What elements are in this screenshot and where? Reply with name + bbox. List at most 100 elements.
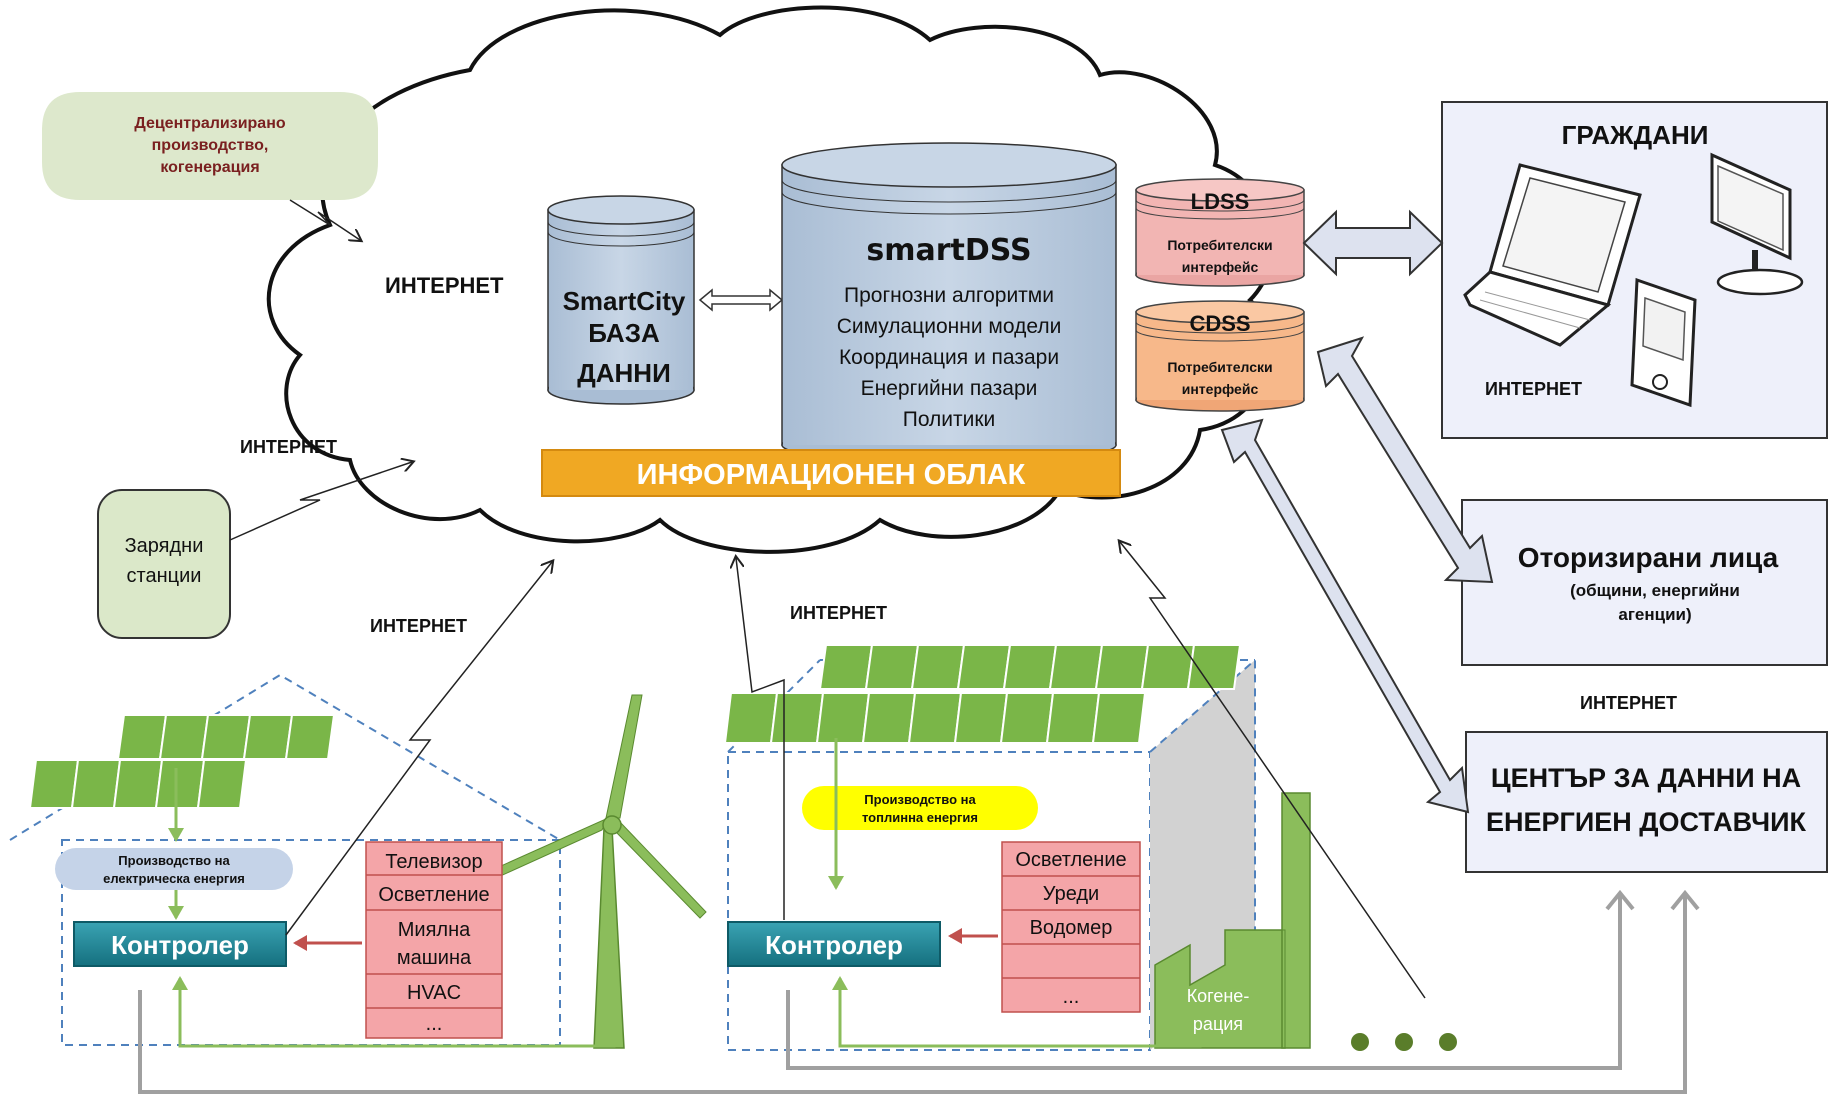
device-item: ...	[426, 1013, 443, 1035]
smartdss-title: smartDSS	[866, 233, 1031, 268]
solar-panel	[864, 644, 920, 690]
solar-panel	[28, 759, 80, 809]
smartdss-item: Политики	[903, 408, 996, 431]
solar-panel	[910, 644, 966, 690]
database-label-2: БАЗА	[588, 318, 660, 348]
solar-panel	[158, 714, 210, 760]
decentral-label-2: производство,	[152, 137, 269, 154]
cdss-label-1: Потребителски	[1167, 359, 1272, 375]
devices-list-house-2	[1001, 841, 1141, 1013]
electric-production-label-1: Производство на	[118, 853, 230, 868]
controller-2-label: Контролер	[765, 930, 903, 960]
solar-panel	[1091, 692, 1147, 744]
solar-panel	[112, 759, 164, 809]
authorized-label-2: агенции)	[1618, 605, 1691, 624]
charging-label-2: станции	[127, 565, 202, 587]
solar-panel	[953, 692, 1009, 744]
smartdss-item: Симулационни модели	[837, 315, 1062, 338]
solar-panel	[1094, 644, 1150, 690]
controller-1-label: Контролер	[111, 930, 249, 960]
ldss-cylinder	[1135, 178, 1305, 287]
data-bus-to-datacenter	[138, 889, 1700, 1094]
solar-panel	[769, 692, 825, 744]
wind-to-controller-arrow	[172, 976, 616, 1048]
internet-label-house-1: ИНТЕРНЕТ	[370, 616, 467, 636]
thermal-production-badge	[802, 786, 1038, 830]
monitor-icon	[1710, 152, 1804, 296]
charging-label-1: Зарядни	[125, 535, 204, 557]
solar-panel	[196, 759, 248, 809]
database-label-1: SmartCity	[563, 286, 686, 316]
thermal-production-label-2: топлинна енергия	[862, 810, 978, 825]
wind-turbine	[491, 694, 707, 1049]
device-item: Водомер	[1030, 917, 1113, 939]
more-dot	[1395, 1033, 1413, 1051]
database-label-3: ДАННИ	[577, 358, 671, 388]
ldss-label-1: Потребителски	[1167, 237, 1272, 253]
smartdss-item: Координация и пазари	[839, 346, 1059, 369]
cdss-cylinder	[1135, 300, 1305, 412]
cogeneration-to-controller-arrow	[832, 976, 1202, 1048]
ldss-title: LDSS	[1191, 189, 1250, 214]
cogeneration-label-1: Когене-	[1187, 986, 1250, 1006]
smartdss-cylinder	[781, 142, 1117, 464]
thermal-production-label-1: Производство на	[864, 792, 976, 807]
solar-panel	[70, 759, 122, 809]
data-center-box	[1465, 731, 1828, 873]
electric-production-label-2: електрическа енергия	[103, 871, 245, 886]
solar-panel	[116, 714, 168, 760]
controller-2-button	[727, 921, 941, 967]
banner-label: ИНФОРМАЦИОНЕН ОБЛАК	[637, 459, 1026, 491]
decentral-label-1: Децентрализирано	[134, 115, 286, 132]
datacenter-label-2: ЕНЕРГИЕН ДОСТАВЧИК	[1486, 807, 1806, 837]
ldss-label-2: интерфейс	[1182, 259, 1259, 275]
cloud-internet-label: ИНТЕРНЕТ	[385, 273, 504, 298]
device-item: Уреди	[1043, 883, 1099, 905]
charging-connection	[229, 462, 412, 541]
more-dot	[1351, 1033, 1369, 1051]
decentralized-production-bubble	[42, 92, 378, 200]
solar-panel	[956, 644, 1012, 690]
decentral-connection	[289, 199, 360, 240]
house-2-internet-link	[736, 558, 785, 920]
device-item: Осветление	[378, 884, 489, 906]
solar-panel	[1048, 644, 1104, 690]
electric-production-badge	[55, 848, 293, 890]
solar-panel	[815, 692, 871, 744]
cdss-label-2: интерфейс	[1182, 381, 1259, 397]
charging-stations-box	[97, 489, 231, 639]
solar-panel	[284, 714, 336, 760]
device-item: HVAC	[407, 982, 461, 1004]
solar-panel	[242, 714, 294, 760]
internet-label-charging: ИНТЕРНЕТ	[240, 437, 337, 457]
authorized-persons-box	[1461, 499, 1828, 666]
information-cloud-banner	[541, 449, 1121, 497]
device-item: ...	[1063, 986, 1080, 1008]
laptop-icon	[1463, 163, 1642, 347]
controller-1-button	[73, 921, 287, 967]
house-1-internet-link	[285, 562, 552, 936]
more-dot	[1439, 1033, 1457, 1051]
solar-panel	[818, 644, 874, 690]
solar-panel	[999, 692, 1055, 744]
device-item: Осветление	[1015, 849, 1126, 871]
device-item: Миялна	[398, 919, 471, 941]
cogeneration-label-2: рация	[1193, 1014, 1243, 1034]
smartdss-item: Прогнозни алгоритми	[844, 284, 1054, 307]
solar-panel	[1045, 692, 1101, 744]
solar-panel	[200, 714, 252, 760]
cdss-datacenter-link	[1220, 418, 1470, 814]
solar-panels-house-1	[28, 714, 336, 809]
citizens-title: ГРАЖДАНИ	[1562, 120, 1709, 150]
internet-label-right: ИНТЕРНЕТ	[1580, 693, 1677, 713]
device-item: машина	[397, 947, 472, 969]
solar-panel	[861, 692, 917, 744]
internet-label-house-2: ИНТЕРНЕТ	[790, 603, 887, 623]
smartdss-item: Енергийни пазари	[861, 377, 1038, 400]
device-item: Телевизор	[385, 851, 482, 873]
solar-panel	[723, 692, 779, 744]
handheld-device-icon	[1630, 277, 1697, 408]
devices-list-house-1	[365, 841, 503, 1039]
solar-panel	[907, 692, 963, 744]
solar-panel	[154, 759, 206, 809]
